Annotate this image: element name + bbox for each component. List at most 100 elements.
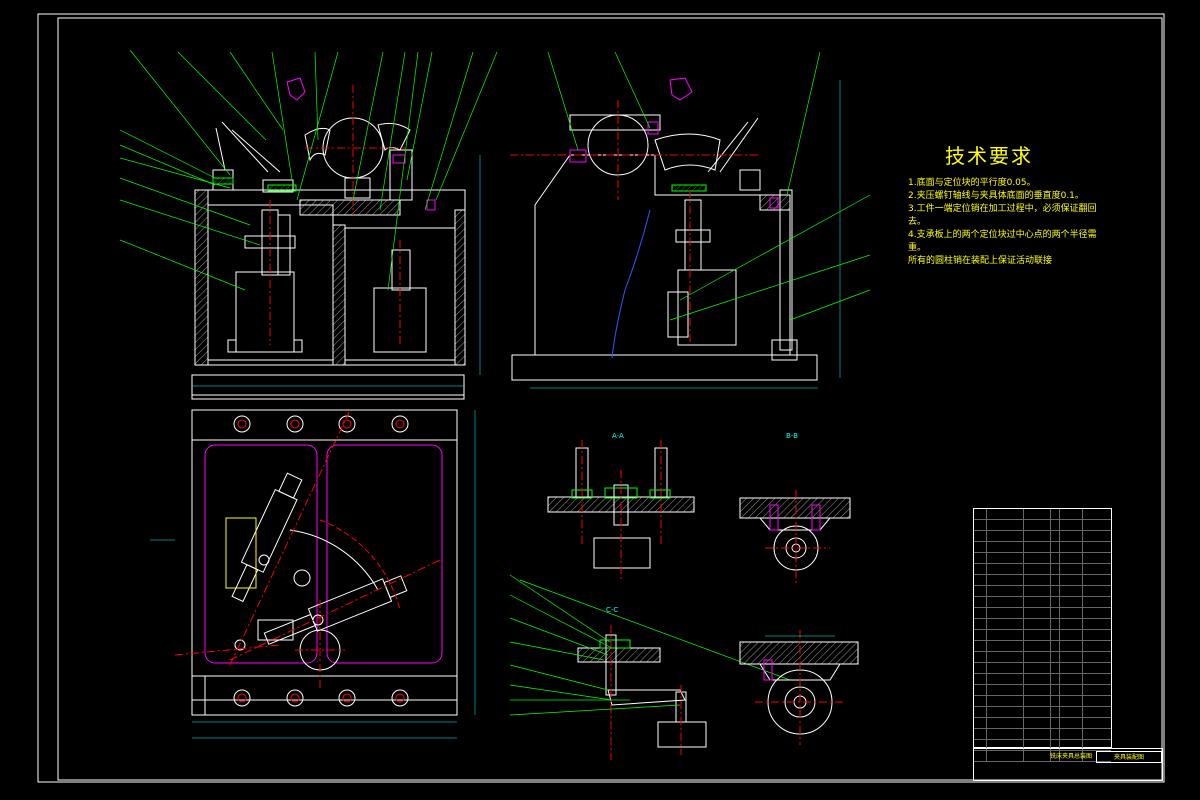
parts-list-cell: [1024, 729, 1051, 739]
parts-list-cell: [1024, 509, 1051, 519]
section-bb-label: B-B: [786, 432, 798, 440]
parts-list-row: [974, 696, 1111, 707]
parts-list-cell: [974, 652, 987, 662]
side-view-leaders: [547, 51, 871, 321]
parts-list-cell: [1024, 696, 1051, 706]
parts-list-cell: [987, 575, 1024, 585]
parts-list-cell: [1060, 520, 1083, 530]
parts-list-cell: [987, 740, 1024, 750]
plan-view-details: [150, 409, 476, 739]
parts-list-cell: [1051, 575, 1060, 585]
parts-list-row: [974, 740, 1111, 751]
parts-list-cell: [1051, 707, 1060, 717]
parts-list-cell: [1083, 707, 1111, 717]
parts-list-cell: [1051, 509, 1060, 519]
parts-list-cell: [1024, 674, 1051, 684]
title-block-label: 铣床夹具总装图: [1050, 753, 1093, 760]
parts-list-cell: [1060, 509, 1083, 519]
parts-list-cell: [1024, 740, 1051, 750]
requirement-line: 4.支承板上的两个定位块过中心点的两个半径需: [908, 230, 1097, 240]
parts-list-cell: [974, 718, 987, 728]
parts-list-cell: [974, 520, 987, 530]
parts-list-cell: [987, 707, 1024, 717]
parts-list-cell: [974, 630, 987, 640]
side-view-details: [510, 77, 841, 389]
parts-list-cell: [1024, 608, 1051, 618]
parts-list-cell: [1051, 729, 1060, 739]
parts-list-cell: [1060, 707, 1083, 717]
section-aa: [547, 440, 695, 580]
section-bb: [739, 490, 851, 585]
parts-list-cell: [1051, 641, 1060, 651]
parts-list-cell: [1083, 553, 1111, 563]
parts-list-cell: [1060, 542, 1083, 552]
section-dd: [739, 630, 859, 745]
parts-list-cell: [1051, 553, 1060, 563]
parts-list-row: [974, 520, 1111, 531]
requirement-line: 去。: [908, 217, 927, 227]
parts-list-cell: [1051, 696, 1060, 706]
parts-list-cell: [1024, 564, 1051, 574]
parts-list-cell: [1024, 641, 1051, 651]
technical-requirements-list: 1.底面与定位块的平行度0.05。 2.夹压螺钉轴线与夹具体底面的垂直度0.1。…: [908, 177, 1138, 268]
parts-list-cell: [1060, 564, 1083, 574]
parts-list-cell: [987, 542, 1024, 552]
parts-list-cell: [1024, 663, 1051, 673]
parts-list-cell: [987, 531, 1024, 541]
parts-list-cell: [987, 685, 1024, 695]
parts-list-row: [974, 685, 1111, 696]
requirement-line: 1.底面与定位块的平行度0.05。: [908, 178, 1036, 188]
parts-list-cell: [1051, 520, 1060, 530]
front-view-leaders: [119, 49, 498, 291]
parts-list-cell: [1060, 575, 1083, 585]
parts-list-row: [974, 575, 1111, 586]
parts-list-cell: [1051, 542, 1060, 552]
parts-list-cell: [1024, 586, 1051, 596]
parts-list-row: [974, 608, 1111, 619]
parts-list-cell: [1060, 696, 1083, 706]
title-block: 铣床夹具总装图 夹具装配图: [973, 748, 1163, 781]
parts-list-cell: [1024, 553, 1051, 563]
parts-list-cell: [987, 663, 1024, 673]
parts-list-cell: [974, 597, 987, 607]
parts-list-cell: [1024, 685, 1051, 695]
parts-list-cell: [1060, 586, 1083, 596]
parts-list-cell: [1083, 696, 1111, 706]
section-cc-label: C-C: [606, 606, 618, 614]
parts-list-cell: [974, 696, 987, 706]
parts-list-cell: [1060, 663, 1083, 673]
parts-list-cell: [1083, 663, 1111, 673]
parts-list-cell: [1051, 751, 1060, 761]
parts-list-cell: [1024, 630, 1051, 640]
parts-list-cell: [974, 553, 987, 563]
parts-list-cell: [1083, 641, 1111, 651]
parts-list-cell: [1051, 608, 1060, 618]
parts-list-cell: [1051, 619, 1060, 629]
parts-list-cell: [1083, 509, 1111, 519]
parts-list-cell: [974, 663, 987, 673]
parts-list-cell: [1083, 685, 1111, 695]
parts-list-cell: [1051, 531, 1060, 541]
requirement-line: 重。: [908, 243, 927, 253]
parts-list-cell: [1083, 542, 1111, 552]
parts-list-cell: [1051, 564, 1060, 574]
parts-list-row: [974, 641, 1111, 652]
front-view: [191, 117, 466, 400]
sheet-border-outer: [37, 13, 1165, 783]
parts-list-cell: [1051, 740, 1060, 750]
parts-list-cell: [1060, 729, 1083, 739]
parts-list-cell: [1051, 630, 1060, 640]
parts-list-row: [974, 718, 1111, 729]
parts-list-cell: [987, 641, 1024, 651]
parts-list-cell: [1051, 652, 1060, 662]
drawing-name: 夹具装配图: [1096, 751, 1162, 763]
parts-list-row: [974, 531, 1111, 542]
parts-list-row: [974, 652, 1111, 663]
parts-list-row: [974, 542, 1111, 553]
parts-list-cell: [987, 619, 1024, 629]
parts-list-cell: [1060, 597, 1083, 607]
parts-list-table: [973, 508, 1112, 762]
parts-list-cell: [1024, 619, 1051, 629]
parts-list-cell: [1060, 740, 1083, 750]
parts-list-cell: [987, 729, 1024, 739]
